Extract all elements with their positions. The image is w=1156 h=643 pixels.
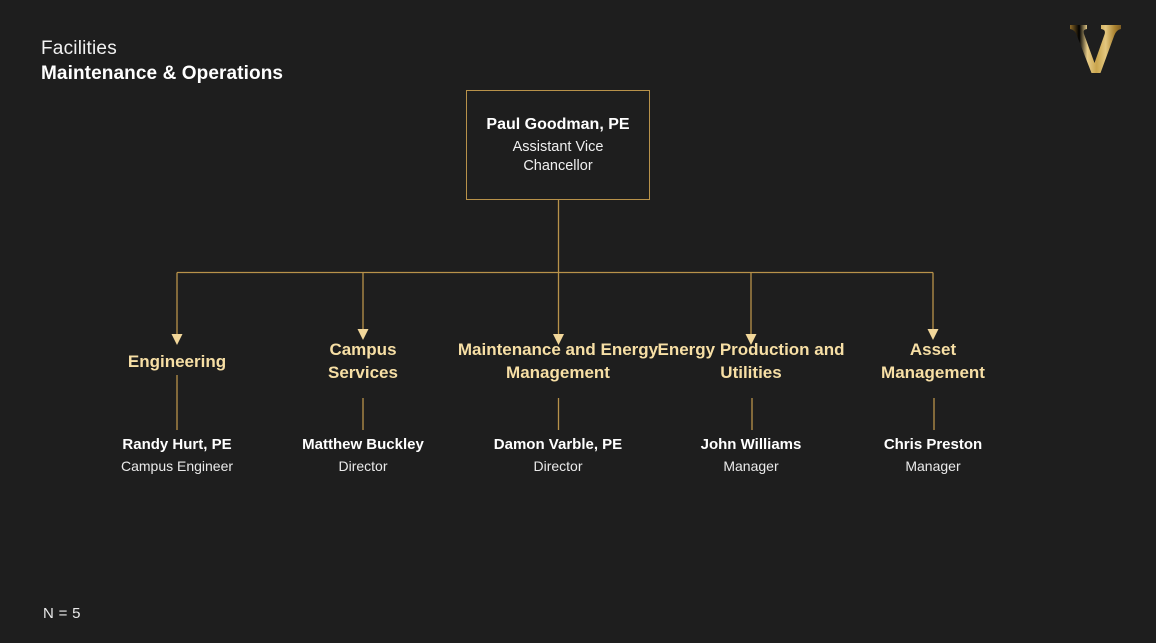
header-eyebrow: Facilities bbox=[41, 38, 117, 59]
dept-title: Engineering bbox=[127, 352, 227, 371]
header-title: Maintenance & Operations bbox=[41, 63, 284, 84]
dept-column-asset-management: Asset Management Chris Preston Manager bbox=[828, 338, 1038, 474]
person-role: Campus Engineer bbox=[120, 457, 234, 474]
person-name: Matthew Buckley bbox=[302, 436, 424, 453]
person-role: Manager bbox=[723, 457, 779, 474]
person-role: Manager bbox=[905, 457, 961, 474]
person-name: Randy Hurt, PE bbox=[122, 436, 232, 453]
dept-title: Maintenance and Energy Management bbox=[457, 340, 659, 383]
person-name: Damon Varble, PE bbox=[493, 436, 623, 453]
person-role: Director bbox=[338, 457, 388, 474]
person-name: John Williams bbox=[700, 436, 802, 453]
dept-column-campus-services: Campus Services Matthew Buckley Director bbox=[258, 338, 468, 474]
footer-count-note: N = 5 bbox=[43, 605, 81, 622]
root-node-name: Paul Goodman, PE bbox=[486, 115, 630, 133]
root-node-paul-goodman: Paul Goodman, PE Assistant Vice Chancell… bbox=[466, 90, 650, 200]
dept-column-maintenance-energy-management: Maintenance and Energy Management Damon … bbox=[453, 338, 663, 474]
dept-person: Randy Hurt, PE Campus Engineer bbox=[72, 436, 282, 475]
dept-person: Matthew Buckley Director bbox=[258, 436, 468, 475]
dept-person: Damon Varble, PE Director bbox=[453, 436, 663, 475]
dept-person: Chris Preston Manager bbox=[828, 436, 1038, 475]
dept-column-energy-production-utilities: Energy Production and Utilities John Wil… bbox=[646, 338, 856, 474]
vanderbilt-v-logo-icon bbox=[1064, 16, 1128, 78]
root-node-title: Assistant Vice Chancellor bbox=[512, 138, 604, 174]
dept-title: Energy Production and Utilities bbox=[657, 340, 845, 383]
dept-column-engineering: Engineering Randy Hurt, PE Campus Engine… bbox=[72, 338, 282, 474]
dept-title: Campus Services bbox=[328, 340, 398, 383]
dept-person: John Williams Manager bbox=[646, 436, 856, 475]
person-name: Chris Preston bbox=[883, 436, 983, 453]
page-title: Facilities Maintenance & Operations bbox=[41, 39, 283, 83]
dept-title: Asset Management bbox=[881, 340, 985, 383]
person-role: Director bbox=[533, 457, 583, 474]
